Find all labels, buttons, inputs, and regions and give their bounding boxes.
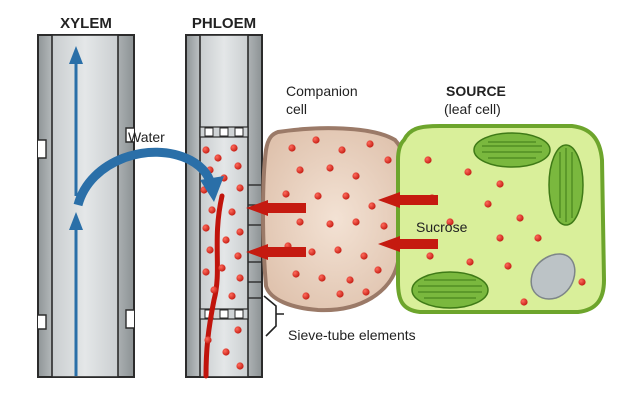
sucrose-dot <box>234 252 242 260</box>
sucrose-dot <box>578 278 586 286</box>
sucrose-dot <box>334 246 342 254</box>
sucrose-dot <box>236 362 244 370</box>
sucrose-dot <box>516 214 524 222</box>
sucrose-dot <box>446 218 454 226</box>
sucrose-dot <box>496 234 504 242</box>
sucrose-dot <box>230 144 238 152</box>
sucrose-dot <box>292 270 300 278</box>
sucrose-dot <box>218 264 226 272</box>
sucrose-dot <box>380 222 388 230</box>
source-title: SOURCE <box>446 83 506 99</box>
source-leaf-cell <box>396 124 607 314</box>
source-subtitle: (leaf cell) <box>444 101 501 117</box>
sucrose-dot <box>362 288 370 296</box>
sucrose-dot <box>520 298 528 306</box>
sucrose-dot <box>202 146 210 154</box>
sucrose-dot <box>210 286 218 294</box>
sucrose-dot <box>346 276 354 284</box>
sucrose-dot <box>206 246 214 254</box>
sucrose-dot <box>208 206 216 214</box>
sucrose-dot <box>366 140 374 148</box>
chloroplast <box>473 132 551 168</box>
sieve-tube-bracket <box>263 295 284 337</box>
sucrose-dot <box>336 290 344 298</box>
sucrose-dot <box>236 184 244 192</box>
sap-flow-path <box>203 193 225 379</box>
sucrose-dot <box>360 252 368 260</box>
water-label: Water <box>128 129 165 145</box>
sieve-tube-label: Sieve-tube elements <box>288 327 416 343</box>
sucrose-dot <box>202 224 210 232</box>
sucrose-dot <box>308 248 316 256</box>
xylem-label: XYLEM <box>60 15 112 32</box>
vacuole <box>530 253 576 300</box>
chloroplast <box>411 271 489 309</box>
phloem-sieve-tube <box>185 34 263 379</box>
sucrose-arrow-left-icon <box>246 192 438 260</box>
sucrose-dot <box>234 326 242 334</box>
sucrose-dot <box>326 164 334 172</box>
sucrose-dot <box>496 180 504 188</box>
sucrose-dot <box>234 162 242 170</box>
sucrose-dot <box>302 292 310 300</box>
sucrose-dot <box>236 274 244 282</box>
sucrose-dot <box>314 192 322 200</box>
sucrose-dot <box>426 252 434 260</box>
sucrose-dot <box>202 268 210 276</box>
sucrose-dot <box>326 220 334 228</box>
sucrose-dot <box>204 336 212 344</box>
sucrose-dot <box>504 262 512 270</box>
sucrose-dot <box>282 190 290 198</box>
sucrose-dot <box>228 208 236 216</box>
sucrose-dot <box>288 144 296 152</box>
sucrose-dot <box>214 154 222 162</box>
sucrose-dot <box>484 200 492 208</box>
sucrose-dot <box>222 348 230 356</box>
sucrose-dot <box>296 218 304 226</box>
sucrose-dot <box>236 228 244 236</box>
sucrose-dot <box>338 146 346 154</box>
phloem-label: PHLOEM <box>192 15 256 32</box>
sucrose-dot <box>424 156 432 164</box>
companion-cell-label: Companion <box>286 83 358 99</box>
sucrose-dot <box>466 258 474 266</box>
companion-cell <box>261 126 411 313</box>
sucrose-dot <box>222 236 230 244</box>
sieve-plate-top <box>199 126 249 138</box>
sucrose-dot <box>464 168 472 176</box>
sucrose-dot <box>384 156 392 164</box>
sucrose-dot <box>296 166 304 174</box>
sucrose-dot <box>368 202 376 210</box>
sucrose-dot <box>228 292 236 300</box>
sucrose-dot <box>352 172 360 180</box>
xylem-vessel <box>37 34 135 378</box>
sucrose-dot <box>312 136 320 144</box>
sucrose-dot <box>534 234 542 242</box>
sucrose-dot <box>342 192 350 200</box>
chloroplast <box>548 144 584 226</box>
sucrose-dot <box>352 218 360 226</box>
sieve-plate-bottom <box>199 308 249 320</box>
water-arrow <box>73 147 224 207</box>
sucrose-label: Sucrose <box>416 219 468 235</box>
sucrose-dot <box>318 274 326 282</box>
companion-cell-label-2: cell <box>286 101 307 117</box>
sucrose-dot <box>374 266 382 274</box>
